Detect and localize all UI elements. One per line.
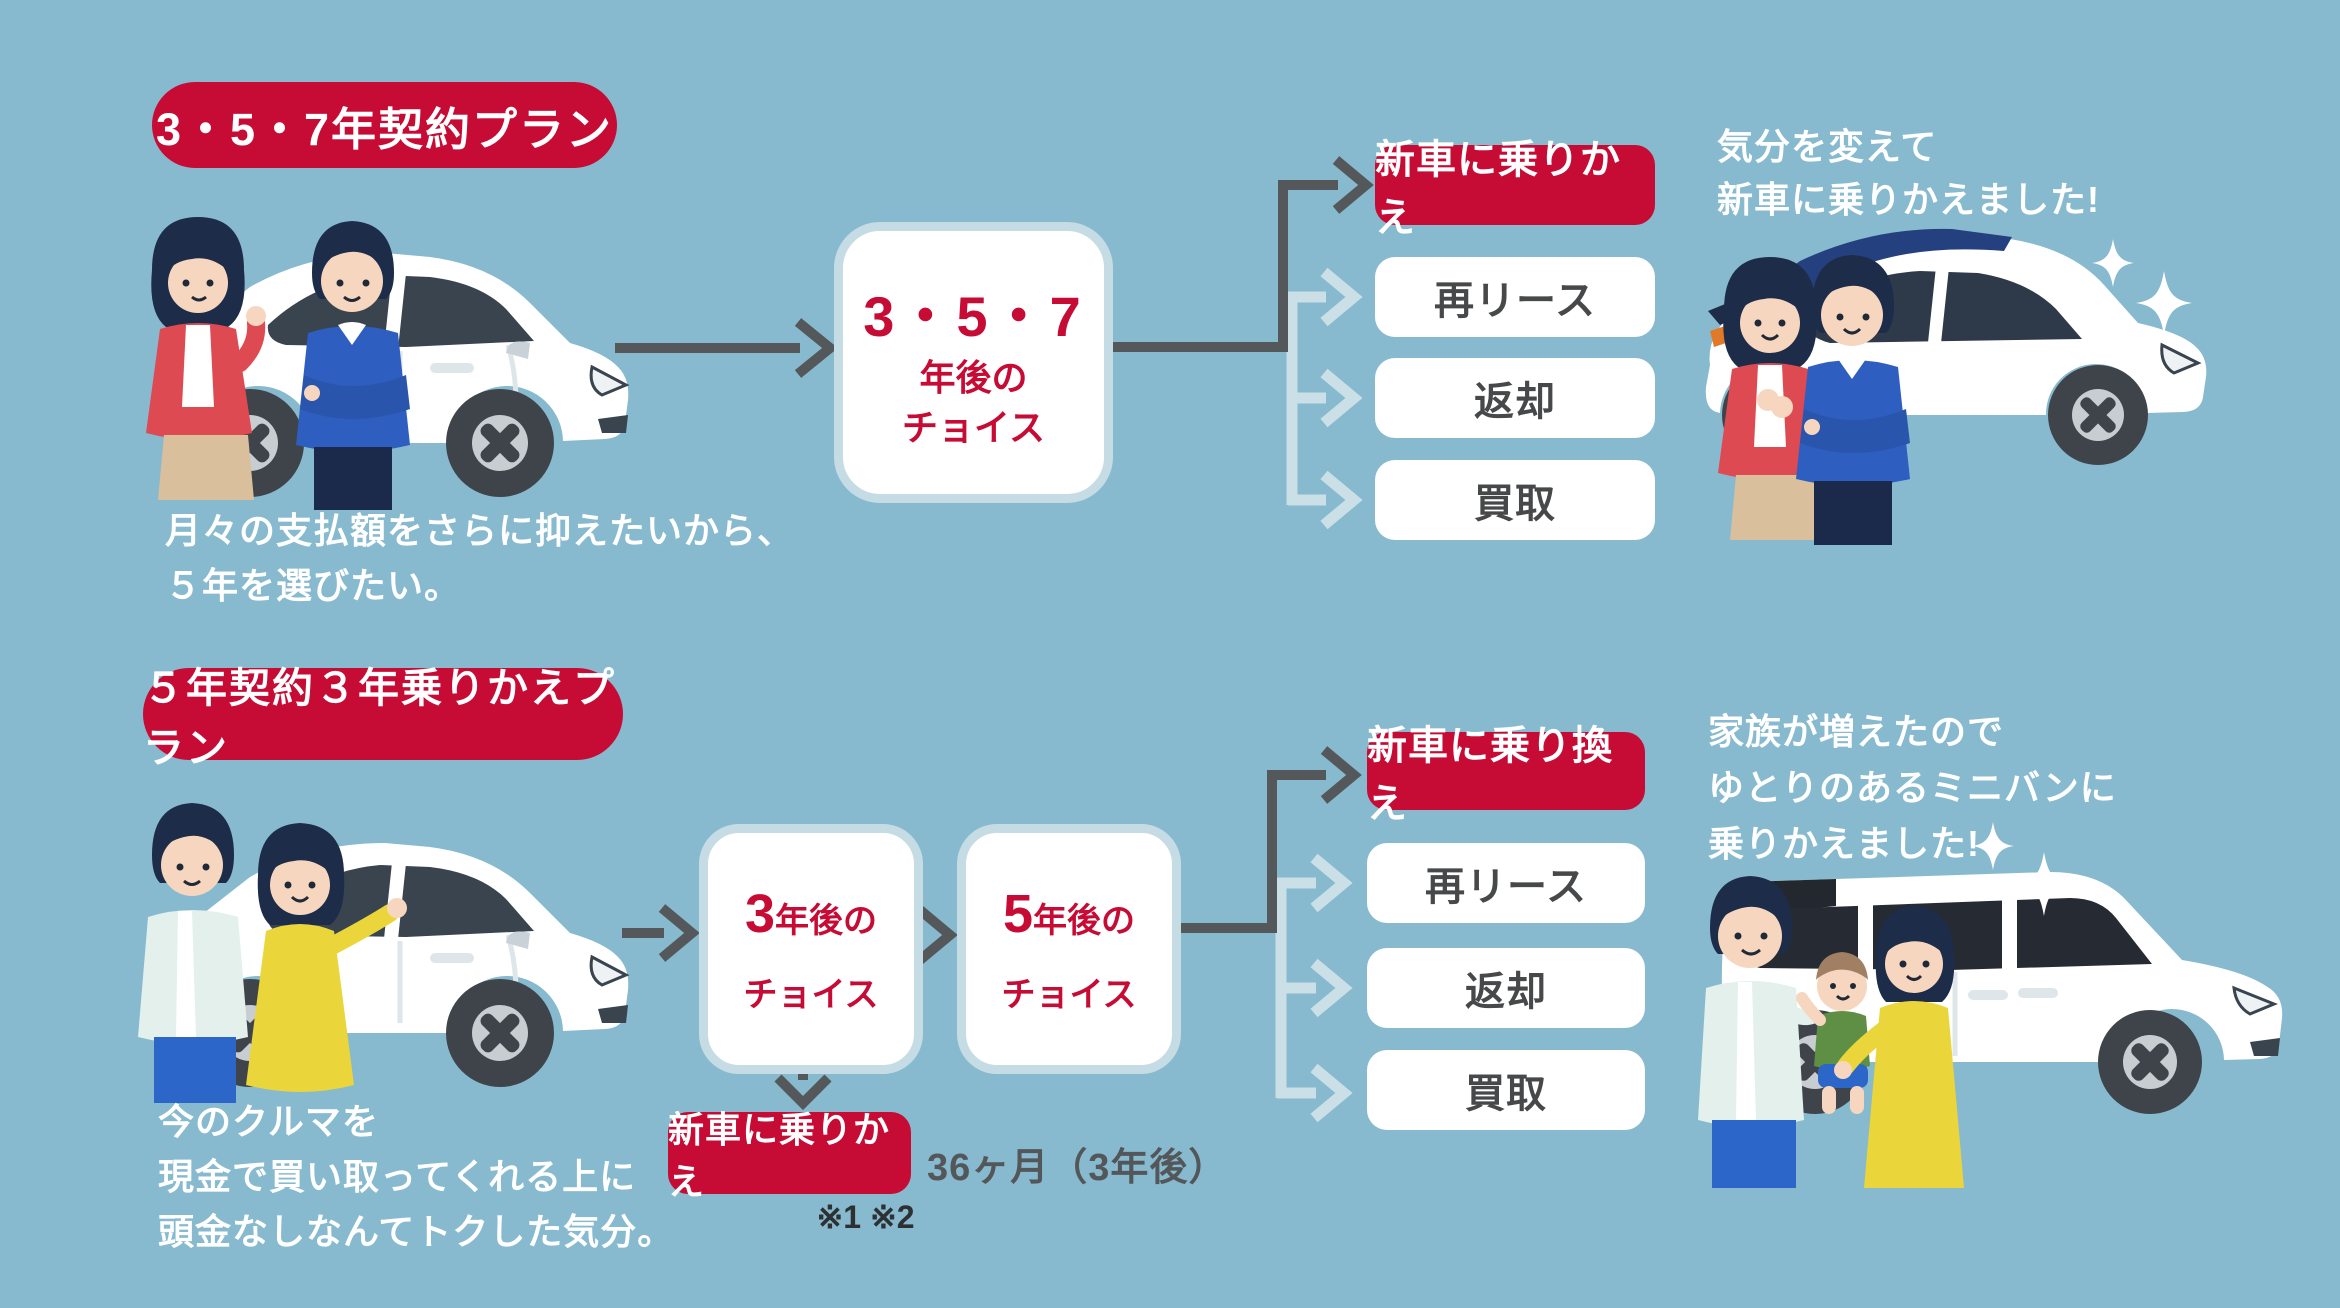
sparkle-icon [1972,822,2014,870]
arrow-right-icon [1310,1063,1353,1123]
arrow-right-icon [658,904,700,962]
caption-line: ５年を選びたい。 [165,565,462,606]
caption-line: 乗りかえました! [1708,823,1980,864]
arrow-down-icon [774,1074,832,1111]
plan2-choice-box-3years: 3 年後の チョイス [699,824,923,1074]
plan1-option-new-car: 新車に乗りかえ [1375,138,1655,240]
new-car-happy-couple-illustration [1705,228,2207,545]
sparkle-icon [2136,271,2192,335]
choice-label-text: チョイス [902,407,1045,448]
woman-figure [146,217,266,500]
woman-figure [246,823,407,1092]
plan1-choice-box: 3・5・7 年後の チョイス [834,222,1113,503]
plan2-option-new-car: 新車に乗り換え [1367,724,1645,826]
plan2-choice-box-5years: 5 年後の チョイス [957,824,1181,1074]
couple-current-car-illustration [146,217,630,510]
plan2-title-pill: ５年契約３年乗りかえプラン [143,665,623,771]
plan2-switch-box: 新車に乗りかえ [668,1109,911,1202]
man-figure [1796,255,1910,545]
plan2-option-re-lease: 再リース [1367,843,1645,923]
sparkle-icon [2016,852,2072,916]
man-figure [296,221,410,510]
plan1-option-re-lease: 再リース [1375,257,1655,337]
plan2-switch-note: 36ヶ月（3年後） [927,1147,1228,1189]
mother-figure [1834,906,1964,1188]
arrow-right-icon [1310,958,1353,1018]
plan1-left-caption: 月々の支払額をさらに抑えたいから、 ５年を選びたい。 [165,503,794,613]
choice-digit: 3 [744,883,776,944]
plan1-title-pill: 3・5・7年契約プラン [152,82,617,168]
choice-suffix: 年後の [1033,901,1136,940]
caption-line: 今のクルマを [158,1101,379,1142]
caption-line: 現金で買い取ってくれる上に [158,1156,637,1197]
choice-years-text: 3・5・7 [863,285,1084,348]
plan2-footnote: ※1 ※2 [816,1199,915,1235]
choice-label-text: チョイス [743,975,879,1014]
caption-line: ゆとりのあるミニバンに [1708,767,2117,808]
plan2-right-caption: 家族が増えたので ゆとりのあるミニバンに 乗りかえました! [1708,704,2117,872]
front-wheel [446,389,554,497]
plan2-option-return: 返却 [1367,948,1645,1028]
arrow-right-icon [1320,267,1363,327]
arrow-right-icon [1332,156,1374,214]
caption-line: 月々の支払額をさらに抑えたいから、 [165,510,795,551]
choice-digit: 5 [1002,883,1034,944]
plan1-option-return: 返却 [1375,358,1655,438]
arrow-right-icon [1320,368,1363,428]
man-figure [138,803,248,1103]
arrow-right-icon [916,906,958,964]
arrow-right-icon [1310,853,1353,913]
plan1-option-buyout: 買取 [1375,460,1655,540]
caption-line: 家族が増えたので [1708,711,2005,752]
plan2-left-caption: 今のクルマを 現金で買い取ってくれる上に 頭金なしなんてトクした気分。 [158,1094,674,1259]
white-minivan [1721,872,2283,1114]
minivan-family-illustration [1698,822,2283,1188]
choice-suffix: 年後の [775,901,878,940]
arrow-right-icon [794,318,838,378]
arrow-right-icon [1320,470,1363,530]
caption-line: 気分を変えて [1717,126,1938,167]
couple2-current-car-illustration [138,803,630,1103]
arrow-right-icon [1320,746,1362,804]
woman-figure [1718,257,1826,540]
choice-label-text: 年後の [919,357,1028,398]
caption-line: 頭金なしなんてトクした気分。 [158,1211,675,1252]
plan2-option-buyout: 買取 [1367,1050,1645,1130]
plan1-right-caption: 気分を変えて 新車に乗りかえました! [1717,120,2100,226]
sparkle-icon [2092,239,2134,287]
caption-line: 新車に乗りかえました! [1717,179,2100,220]
father-figure [1698,876,1820,1188]
choice-label-text: チョイス [1001,975,1137,1014]
